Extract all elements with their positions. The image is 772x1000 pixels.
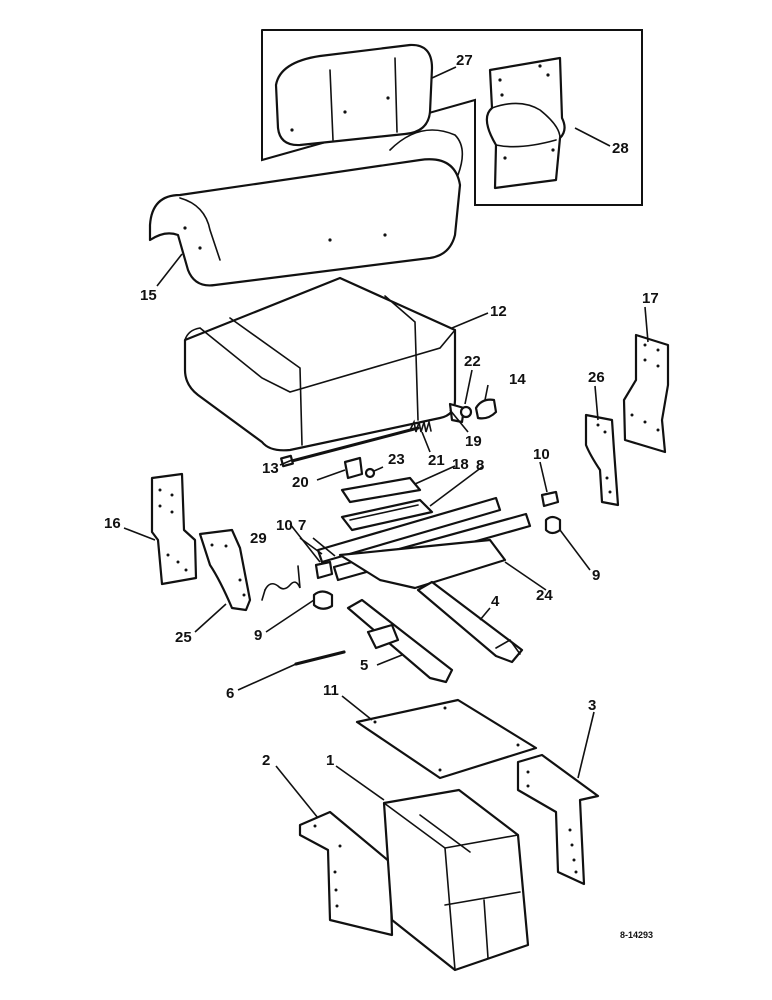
callout-10-right: 10 bbox=[533, 446, 550, 463]
back-cushion-part-27 bbox=[274, 43, 434, 147]
callout-11: 11 bbox=[323, 682, 339, 699]
callout-18: 18 bbox=[452, 456, 469, 473]
callout-3: 3 bbox=[588, 697, 596, 714]
inset-frame bbox=[261, 29, 643, 206]
side-bracket-part-17 bbox=[622, 333, 670, 454]
callout-9-left: 9 bbox=[254, 627, 262, 644]
callout-5: 5 bbox=[360, 657, 368, 674]
knob-parts-14-19-22 bbox=[448, 398, 498, 424]
callout-9-right: 9 bbox=[592, 567, 600, 584]
callout-28: 28 bbox=[612, 140, 629, 157]
callout-22: 22 bbox=[464, 353, 481, 370]
callout-13: 13 bbox=[262, 460, 279, 477]
channel-part-8 bbox=[340, 498, 434, 532]
clamp-part-9-right bbox=[544, 515, 562, 535]
bracket-part-3 bbox=[516, 753, 600, 886]
callout-8: 8 bbox=[476, 457, 484, 474]
callout-29: 29 bbox=[250, 530, 267, 547]
side-bracket-part-26 bbox=[584, 413, 620, 507]
side-bracket-part-16 bbox=[150, 472, 198, 586]
leader-lines bbox=[123, 66, 649, 819]
bracket-part-2 bbox=[298, 810, 394, 937]
spring-part-21 bbox=[409, 418, 432, 433]
callout-24: 24 bbox=[536, 587, 553, 604]
slide-rail-part-5 bbox=[346, 598, 454, 684]
link-rod-part-6 bbox=[294, 650, 346, 666]
callout-10-left: 10 bbox=[276, 517, 293, 534]
top-plate-part-11 bbox=[355, 698, 538, 780]
side-bracket-part-25 bbox=[198, 528, 252, 612]
base-box-part-1 bbox=[382, 788, 530, 972]
washer-part-23 bbox=[364, 467, 376, 479]
callout-26: 26 bbox=[588, 369, 605, 386]
callout-20: 20 bbox=[292, 474, 309, 491]
spring-part-29 bbox=[261, 565, 301, 601]
callout-6: 6 bbox=[226, 685, 234, 702]
callout-14: 14 bbox=[509, 371, 526, 388]
callout-16: 16 bbox=[104, 515, 121, 532]
callout-15: 15 bbox=[140, 287, 157, 304]
clamp-part-9-left bbox=[312, 590, 334, 610]
callout-21: 21 bbox=[428, 452, 445, 469]
callout-1: 1 bbox=[326, 752, 334, 769]
callout-27: 27 bbox=[456, 52, 473, 69]
seat-cushion-part-12 bbox=[183, 276, 457, 452]
callout-23: 23 bbox=[388, 451, 405, 468]
back-bracket-part-28 bbox=[485, 56, 566, 190]
slide-rail-part-4 bbox=[416, 580, 524, 664]
callout-25: 25 bbox=[175, 629, 192, 646]
callout-labels: 27 28 15 12 17 26 22 14 19 13 20 21 23 1… bbox=[104, 52, 659, 940]
block-part-10-right bbox=[540, 490, 560, 508]
callout-19: 19 bbox=[465, 433, 482, 450]
latch-part-20 bbox=[343, 456, 364, 480]
drawing-number: 8-14293 bbox=[620, 930, 653, 940]
callout-4: 4 bbox=[491, 593, 500, 610]
base-plate-part-24 bbox=[338, 538, 507, 590]
callout-7: 7 bbox=[298, 517, 306, 534]
block-part-10-left bbox=[314, 560, 334, 580]
plate-part-18 bbox=[340, 476, 422, 504]
backrest-part-15 bbox=[148, 129, 464, 287]
callout-2: 2 bbox=[262, 752, 270, 769]
callout-12: 12 bbox=[490, 303, 507, 320]
callout-17: 17 bbox=[642, 290, 659, 307]
